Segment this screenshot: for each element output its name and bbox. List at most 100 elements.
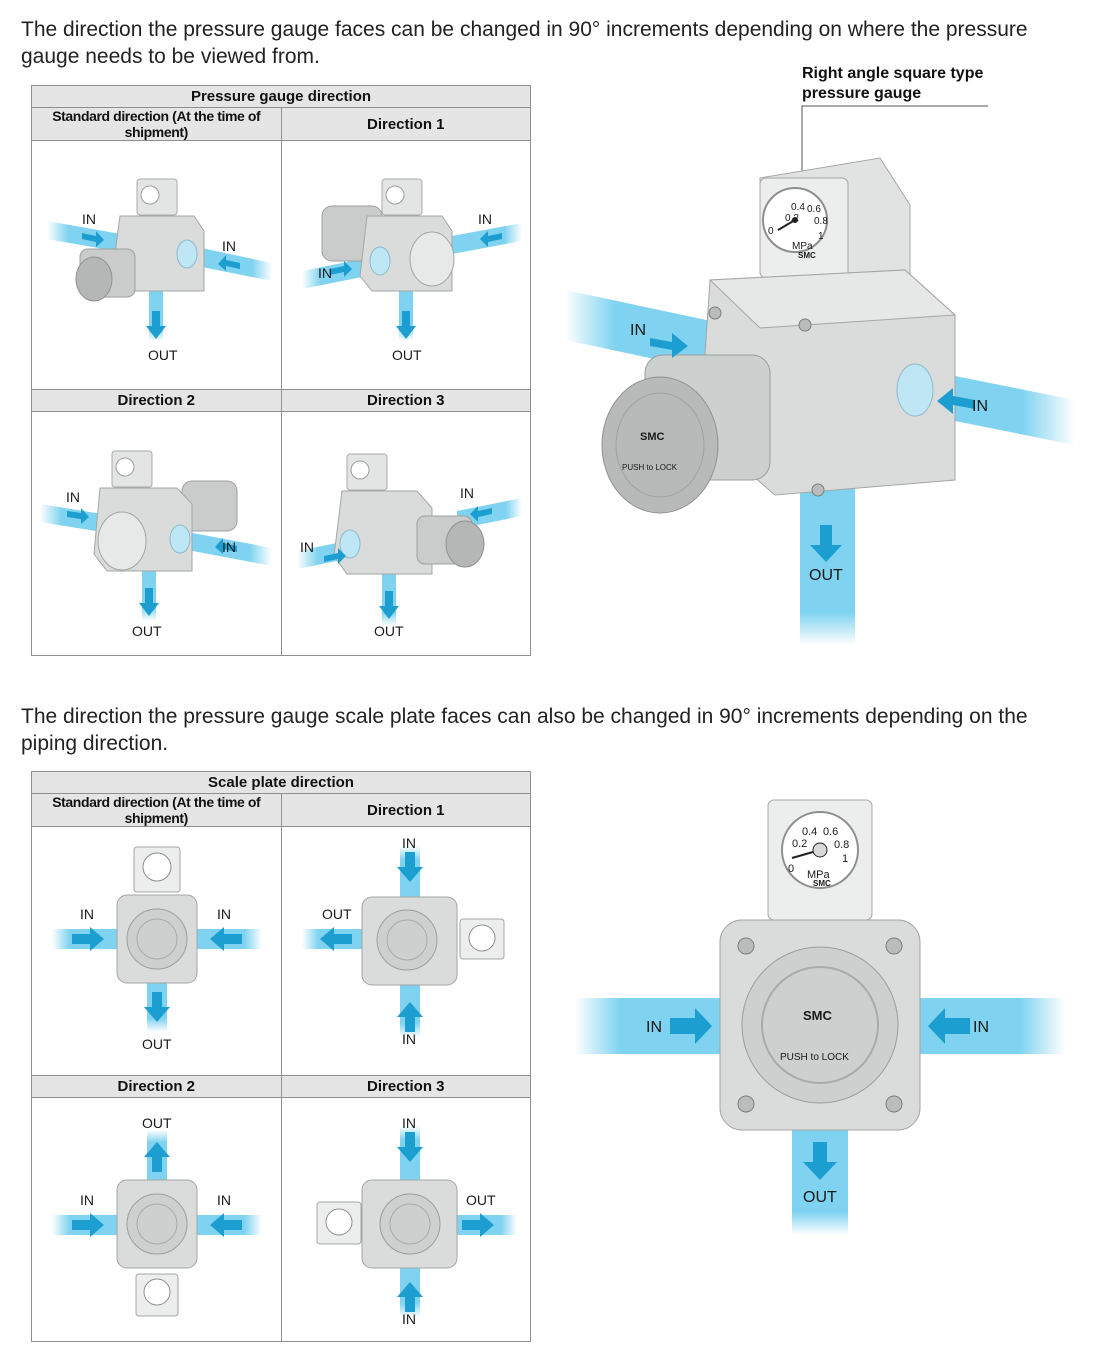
scale-direction-1-illustration: IN IN OUT	[301, 835, 504, 1047]
in-label: IN	[402, 1115, 416, 1131]
scale-standard-illustration: IN IN OUT	[52, 846, 262, 1052]
in-arrow-icon	[928, 1008, 970, 1044]
gauge-unit: MPa	[792, 241, 813, 252]
knob-icon	[126, 1193, 188, 1255]
in-arrow-icon	[218, 255, 240, 271]
knob-lock-text: PUSH to LOCK	[622, 463, 678, 472]
knob-inner-ring	[389, 1203, 430, 1245]
in-label: IN	[222, 238, 236, 254]
port-opening	[169, 524, 191, 554]
regulator-large-illustration: 0.4 0.6 0.2 0.8 0 1 MPa SMC SMC PUSH to …	[565, 105, 1075, 645]
gauge-scale-label: 0	[788, 863, 794, 875]
gauge-face-icon	[325, 1208, 352, 1236]
scale-direction-table: Scale plate direction Standard direction…	[31, 771, 531, 1342]
table-title: Pressure gauge direction	[31, 85, 531, 108]
port-opening	[176, 239, 198, 269]
out-arrow-icon	[146, 311, 166, 339]
gauge-brand: SMC	[813, 879, 831, 888]
in-label: IN	[318, 265, 332, 281]
regulator-front-large-illustration: 0.4 0.6 0.2 0.8 0 1 MPa SMC SMC PUSH to …	[575, 799, 1065, 1235]
gauge-face-icon	[142, 852, 172, 882]
scale-direction-2-cell: OUT IN IN	[31, 1097, 282, 1342]
in-label: IN	[217, 906, 231, 922]
gauge-scale-label: 0	[768, 226, 774, 237]
out-arrow-icon	[139, 588, 159, 616]
knob-brand: SMC	[640, 431, 665, 443]
in-arrow-icon	[650, 333, 688, 358]
in-label: IN	[66, 489, 80, 505]
knob-inner-ring	[761, 966, 879, 1084]
scale-direction-1-cell: IN IN OUT	[280, 826, 531, 1076]
out-label: OUT	[142, 1115, 172, 1131]
regulator-direction-3-illustration: IN IN OUT	[296, 453, 522, 639]
in-label: IN	[80, 906, 94, 922]
col-direction-1: Direction 1	[280, 107, 531, 141]
scale-paragraph: The direction the pressure gauge scale p…	[21, 705, 1028, 755]
out-arrow-icon	[461, 1213, 494, 1237]
in-arrow-icon	[82, 231, 104, 247]
col-direction-3: Direction 3	[280, 389, 531, 412]
out-label: OUT	[132, 623, 162, 639]
in-arrow-icon	[937, 388, 975, 414]
in-arrow-icon	[72, 1213, 104, 1237]
out-label: OUT	[322, 906, 352, 922]
in-arrow-icon	[479, 231, 502, 247]
out-arrow-icon	[395, 311, 416, 339]
in-arrow-icon	[396, 1132, 423, 1162]
in-arrow-icon	[215, 538, 237, 554]
port-opening	[896, 363, 934, 417]
knob-icon	[376, 909, 437, 971]
gauge-scale-label: 1	[842, 853, 848, 865]
out-arrow-icon	[803, 1142, 837, 1180]
in-arrow-icon	[67, 508, 89, 524]
knob-lock-text: PUSH to LOCK	[780, 1052, 849, 1063]
in-label: IN	[82, 211, 96, 227]
knob-inner-ring	[386, 919, 427, 961]
gauge-scale-label: 0.4	[802, 826, 817, 838]
flow-stream-left	[565, 290, 730, 375]
in-label: IN	[402, 1311, 416, 1327]
in-label: IN	[222, 539, 236, 555]
knob-icon	[75, 256, 113, 302]
knob-icon	[601, 376, 719, 514]
gauge-scale-label: 0.8	[814, 216, 828, 227]
flow-stream-down	[800, 480, 855, 645]
screw-icon	[885, 1095, 903, 1113]
callout-line-2: pressure gauge	[802, 85, 922, 102]
out-arrow-icon	[810, 525, 842, 562]
in-arrow-icon	[323, 548, 346, 564]
gauge-standard-cell: IN IN OUT	[31, 140, 282, 390]
gauge-needle	[777, 219, 796, 231]
gauge-hub	[812, 842, 828, 858]
knob-inner-ring	[615, 392, 705, 498]
out-label: OUT	[142, 1036, 172, 1052]
knob-inner-ring	[136, 1203, 178, 1245]
gauge-face-icon	[115, 457, 135, 477]
gauge-scale-label: 0.8	[834, 839, 849, 851]
gauge-hub	[792, 217, 798, 223]
col-direction-3: Direction 3	[280, 1075, 531, 1098]
in-label: IN	[973, 1019, 989, 1036]
regulator-top	[708, 269, 957, 329]
gauge-callout-label: Right angle square type pressure gauge	[802, 64, 983, 104]
knob-inner-ring	[136, 918, 178, 960]
callout-leader-line	[801, 105, 988, 182]
out-label: OUT	[466, 1192, 496, 1208]
scale-direction-2-illustration: OUT IN IN	[52, 1115, 262, 1317]
in-label: IN	[972, 398, 988, 415]
col-direction-2: Direction 2	[31, 1075, 282, 1098]
gauge-direction-3-cell: IN IN OUT	[280, 411, 531, 656]
col-standard: Standard direction (At the time of shipm…	[31, 793, 282, 827]
bonnet-cap	[409, 231, 454, 287]
regulator-direction-1-illustration: IN IN OUT	[301, 178, 522, 363]
screw-icon	[737, 937, 755, 955]
gauge-face-icon	[143, 1278, 171, 1306]
out-arrow-icon	[144, 1142, 170, 1172]
regulator-standard-illustration: IN IN OUT	[47, 178, 272, 363]
knob-icon	[445, 520, 484, 568]
in-arrow-icon	[670, 1008, 712, 1044]
in-label: IN	[630, 322, 646, 339]
out-label: OUT	[809, 567, 843, 584]
col-direction-2: Direction 2	[31, 389, 282, 412]
gauge-face-icon	[468, 924, 495, 952]
